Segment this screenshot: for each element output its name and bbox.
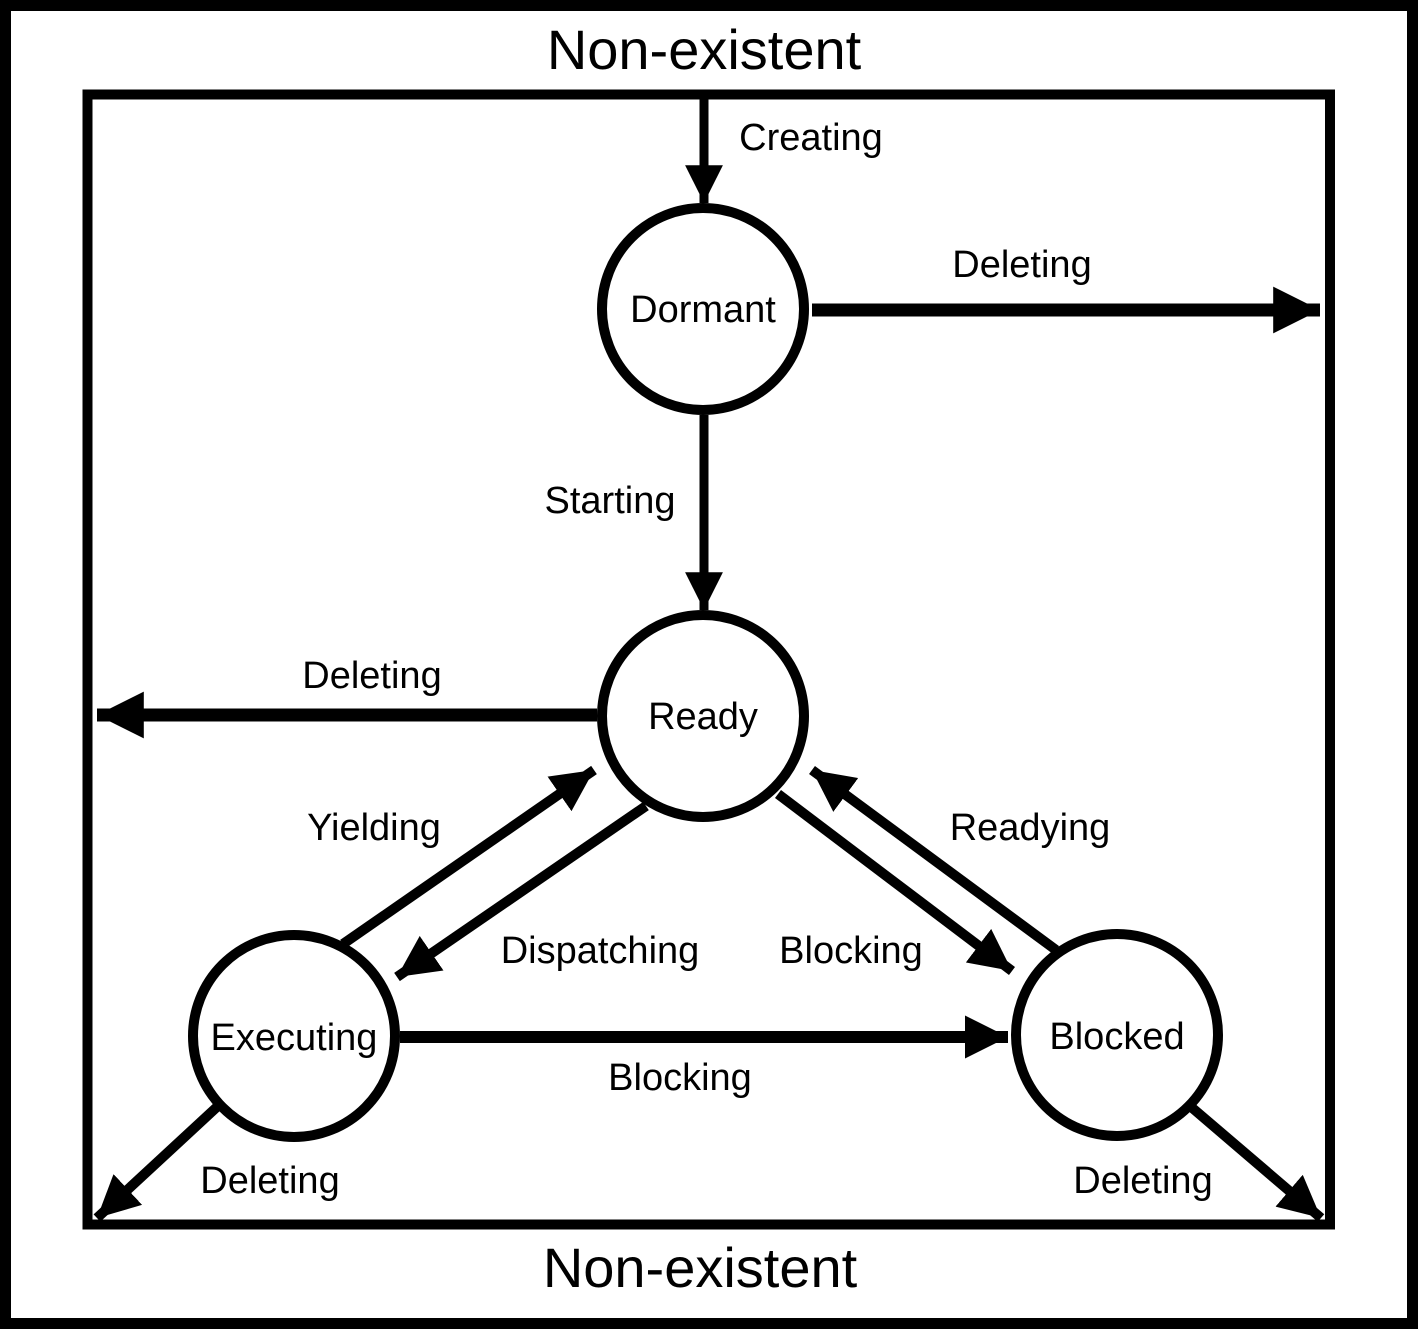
state-blocked-circle: [1011, 929, 1223, 1141]
non-existent-label-top: Non-existent: [547, 18, 862, 81]
transition-deleting-from-dormant-label: Deleting: [952, 244, 1091, 286]
transition-creating-label: Creating: [739, 117, 883, 159]
transition-starting-label: Starting: [545, 480, 676, 522]
arrow-deleting-from-executing: [93, 1102, 222, 1222]
arrow-readying: [809, 765, 1059, 955]
transition-readying-label: Readying: [950, 807, 1111, 849]
state-ready-label: Ready: [648, 696, 758, 738]
transition-deleting-from-ready-label: Deleting: [302, 655, 441, 697]
non-existent-label-bottom: Non-existent: [543, 1236, 858, 1299]
arrow-yielding: [340, 765, 597, 949]
state-dormant-label: Dormant: [630, 289, 776, 331]
state-executing-label: Executing: [211, 1017, 378, 1059]
transition-blocking-executing-to-blocked-label: Blocking: [608, 1057, 752, 1099]
arrow-deleting-from-blocked: [1186, 1102, 1325, 1222]
state-blocked-label: Blocked: [1049, 1016, 1184, 1058]
inner-region-border: [82, 89, 1335, 1230]
state-dormant-circle: [597, 203, 809, 415]
transition-deleting-from-executing-label: Deleting: [200, 1160, 339, 1202]
arrow-dispatching: [394, 801, 649, 982]
state-executing-circle: [188, 930, 400, 1142]
transition-deleting-from-blocked-label: Deleting: [1073, 1160, 1212, 1202]
arrow-blocking-ready-to-blocked: [774, 790, 1016, 975]
state-ready-circle: [597, 610, 809, 822]
transition-dispatching-label: Dispatching: [501, 930, 700, 972]
transition-yielding-label: Yielding: [307, 807, 441, 849]
transition-blocking-ready-to-blocked-label: Blocking: [779, 930, 923, 972]
